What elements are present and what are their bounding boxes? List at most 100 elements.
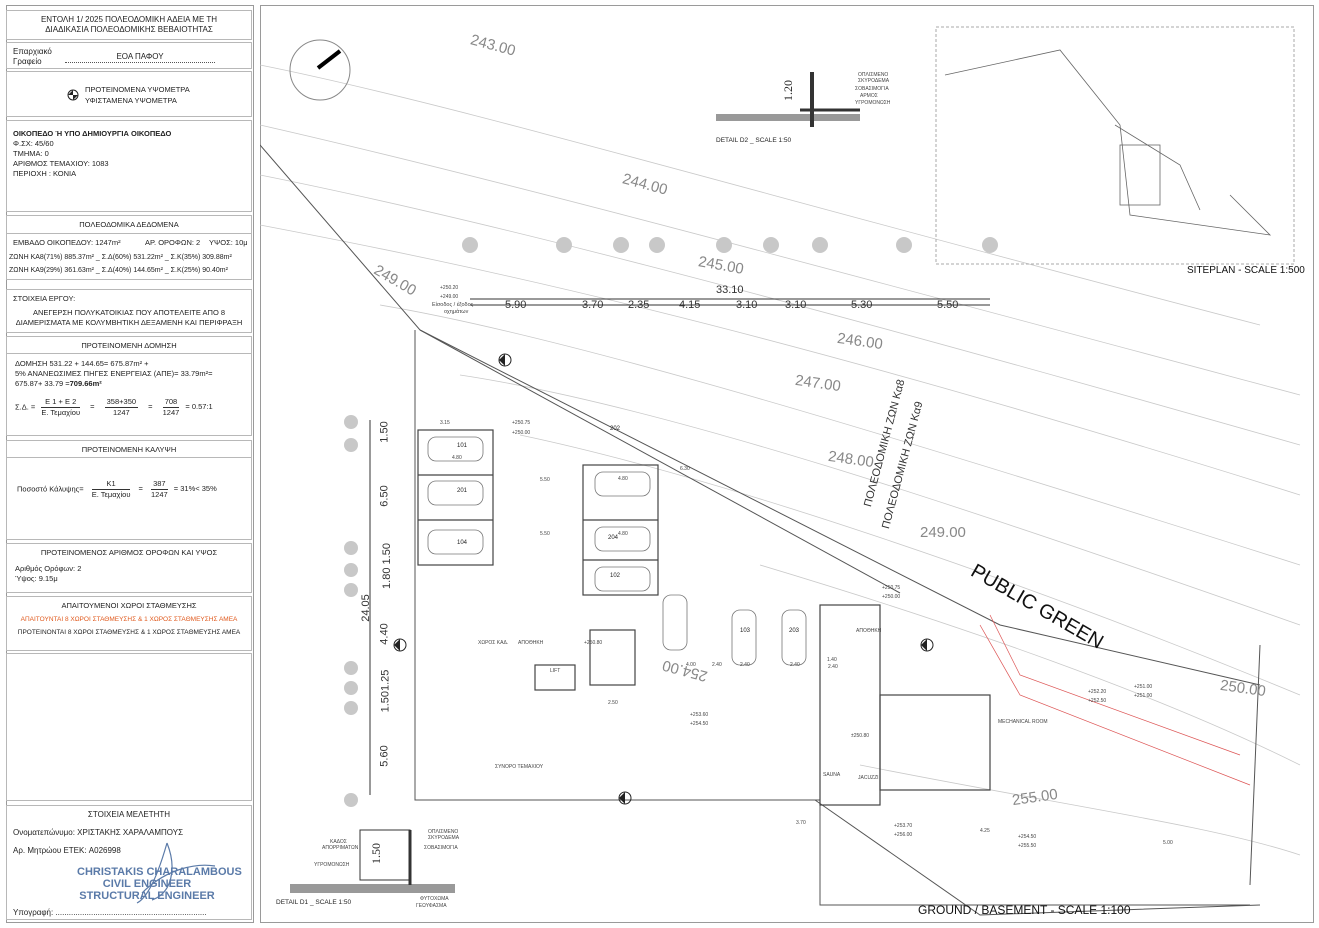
planning-heading: ΠΟΛΕΟΔΟΜΙΚΑ ΔΕΔΟΜΕΝΑ — [7, 216, 251, 234]
small-dim-9: 4.00 — [686, 662, 696, 668]
small-dim-8: 2.40 — [712, 662, 722, 668]
plot-box: ΟΙΚΟΠΕΔΟ Ή ΥΠΟ ΔΗΜΙΟΥΡΓΙΑ ΟΙΚΟΠΕΔΟ Φ.ΣΧ:… — [6, 120, 252, 212]
level-11: +252.20 — [1088, 689, 1107, 695]
small-dim-11: 1.40 — [827, 657, 837, 663]
d1-concrete-1: ΟΠΛΙΣΜΕΝΟ — [428, 829, 459, 835]
engineer-stamp: CHRISTAKIS CHARALAMBOUS CIVIL ENGINEER S… — [77, 866, 242, 902]
engineer-reg: Αρ. Μητρώου ΕΤΕΚ: A026998 — [13, 846, 121, 855]
level-marker-icon — [67, 89, 79, 101]
district-office-box: Επαρχιακό Γραφείο ΕΟΑ ΠΑΦΟΥ — [6, 42, 252, 69]
parking-204: 204 — [608, 535, 619, 541]
small-dim-1: 5.50 — [540, 477, 550, 483]
level-1: +250.20 — [440, 285, 459, 291]
floors-count: Αριθμός Ορόφων: 2 — [15, 564, 82, 573]
parking-202: 202 — [610, 426, 621, 432]
signature-line: Υπογραφή: ..............................… — [13, 908, 207, 917]
level-16: +256.00 — [894, 832, 913, 838]
room-sauna: SAUNA — [823, 772, 841, 778]
d1-soil-2: ΓΕΩΥΦΑΣΜΑ — [416, 903, 447, 909]
building-walls — [417, 429, 991, 806]
empty-box — [6, 653, 252, 801]
level-15: +253.70 — [894, 823, 913, 829]
plot-area-value: ΕΜΒΑΔΟ ΟΙΚΟΠΕΔΟΥ: 1247m² — [13, 238, 121, 247]
room-mechanical: MECHANICAL ROOM — [998, 719, 1048, 725]
floors-height-box: ΠΡΟΤΕΙΝΟΜΕΝΟΣ ΑΡΙΘΜΟΣ ΟΡΟΦΩΝ ΚΑΙ ΥΨΟΣ Αρ… — [6, 543, 252, 593]
level-14: +251.00 — [1134, 693, 1153, 699]
small-dim-3: 4.80 — [452, 455, 462, 461]
plot-area: ΠΕΡΙΟΧΗ : ΚΟΝΙΑ — [13, 169, 77, 178]
small-dim-17: 6.30 — [680, 466, 690, 472]
small-dim-2: 5.50 — [540, 531, 550, 537]
small-dim-10: 2.50 — [608, 700, 618, 706]
level-2: +249.00 — [440, 294, 459, 300]
project-line1: ΑΝΕΓΕΡΣΗ ΠΟΛΥΚΑΤΟΙΚΙΑΣ ΠΟΥ ΑΠΟΤΕΛΕΙΤΕ ΑΠ… — [32, 308, 226, 317]
left-dim-1: 1.50 — [378, 421, 391, 443]
car-icons — [427, 436, 807, 666]
plot-parcel: ΑΡΙΘΜΟΣ ΤΕΜΑΧΙΟΥ: 1083 — [13, 159, 109, 168]
d1-concrete-2: ΣΚΥΡΟΔΕΜΑ — [428, 835, 460, 841]
level-17: +254.50 — [1018, 834, 1037, 840]
building-height: Ύψος: 9.15μ — [15, 574, 58, 583]
level-9: +250.75 — [882, 585, 901, 591]
zone2-value: ΖΩΝΗ ΚΑ9(29%) 361.63m² _ Σ.Δ(40%) 144.65… — [9, 267, 228, 274]
signature-icon — [136, 842, 216, 904]
district-office-label2: Γραφείο — [13, 57, 42, 66]
top-dim-6: 3.10 — [785, 299, 807, 311]
plot-sheet-plan: Φ.ΣΧ: 45/60 — [13, 139, 54, 148]
engineer-box: ΣΤΟΙΧΕΙΑ ΜΕΛΕΤΗΤΗ Ονοματεπώνυμο: ΧΡΙΣΤΑΚ… — [6, 805, 252, 920]
small-dim-15: 4.25 — [980, 828, 990, 834]
planning-data-box: ΠΟΛΕΟΔΟΜΙΚΑ ΔΕΔΟΜΕΝΑ ΕΜΒΑΔΟ ΟΙΚΟΠΕΔΟΥ: 1… — [6, 215, 252, 280]
entrance-label-1: Είσοδος / έξοδος — [432, 302, 474, 308]
parking-104: 104 — [457, 540, 468, 546]
d2-label-3: ΣΟΒΑΣΙΜΟΓΙΑ — [855, 86, 889, 92]
parking-101: 101 — [457, 443, 468, 449]
level-5: +250.80 — [584, 640, 603, 646]
room-lift: LIFT — [550, 668, 561, 674]
project-heading: ΣΤΟΙΧΕΙΑ ΕΡΓΟΥ: — [13, 294, 76, 303]
top-dim-3: 2.35 — [628, 299, 650, 311]
site-boundary — [260, 144, 1261, 916]
drawing-frame — [260, 5, 1314, 923]
coverage-heading: ΠΡΟΤΕΙΝΟΜΕΝΗ ΚΑΛΥΨΗ — [7, 441, 251, 458]
detail-d1-drawing — [290, 829, 455, 893]
header-line1: ΕΝΤΟΛΗ 1/ 2025 ΠΟΛΕΟΔΟΜΙΚΗ ΑΔΕΙΑ ΜΕ ΤΗ — [40, 15, 218, 24]
d2-label-5: ΥΓΡΟΜΟΝΩΣΗ — [855, 100, 891, 106]
project-line2: ΔΙΑΜΕΡΙΣΜΑΤΑ ΜΕ ΚΟΛΥΜΒΗΤΙΚΗ ΔΕΞΑΜΕΝΗ ΚΑΙ… — [15, 318, 243, 327]
level-7: +254.50 — [690, 721, 709, 727]
site-boundary-label: ΣΥΝΟΡΟ ΤΕΜΑΧΙΟΥ — [495, 764, 544, 770]
plot-heading: ΟΙΚΟΠΕΔΟ Ή ΥΠΟ ΔΗΜΙΟΥΡΓΙΑ ΟΙΚΟΠΕΔΟ — [13, 129, 172, 138]
level-18: +255.50 — [1018, 843, 1037, 849]
header-box: ΕΝΤΟΛΗ 1/ 2025 ΠΟΛΕΟΔΟΜΙΚΗ ΑΔΕΙΑ ΜΕ ΤΗ Δ… — [6, 10, 252, 40]
legend-proposed: ΠΡΟΤΕΙΝΟΜΕΝΑ ΥΨΟΜΕΤΡΑ — [85, 85, 190, 94]
tree-circles-left — [344, 415, 358, 807]
left-dim-6: 5.60 — [378, 745, 391, 767]
d1-grade-label: ΣΟΒΑΣΙΜΟΓΙΑ — [424, 845, 458, 851]
small-dim-14: 3.70 — [796, 820, 806, 826]
level-legend-box: ΠΡΟΤΕΙΝΟΜΕΝΑ ΥΨΟΜΕΤΡΑ ΥΦΙΣΤΑΜΕΝΑ ΥΨΟΜΕΤΡ… — [6, 71, 252, 117]
level-6: +253.60 — [690, 712, 709, 718]
small-dim-16: 3.15 — [440, 420, 450, 426]
room-storage-2: ΑΠΟΘΗΚΗ — [856, 628, 882, 634]
legend-existing: ΥΦΙΣΤΑΜΕΝΑ ΥΨΟΜΕΤΡΑ — [85, 96, 177, 105]
level-8: ±250.80 — [851, 733, 870, 739]
parking-heading: ΑΠΑΙΤΟΥΜΕΝΟΙ ΧΩΡΟΙ ΣΤΑΘΜΕΥΣΗΣ — [61, 601, 197, 610]
small-dim-13: 5.00 — [1163, 840, 1173, 846]
small-dim-12: 2.40 — [828, 664, 838, 670]
tree-circles-top — [462, 237, 998, 253]
floor-plan-drawing — [260, 26, 1301, 916]
zone1-value: ΖΩΝΗ ΚΑ8(71%) 885.37m² _ Σ.Δ(60%) 531.22… — [9, 254, 232, 261]
level-12: +252.50 — [1088, 698, 1107, 704]
small-dim-5: 4.80 — [618, 531, 628, 537]
room-jacuzzi: JACUZZI — [858, 775, 879, 781]
height-value: ΥΨΟΣ: 10μ — [209, 238, 248, 247]
small-dim-6: 2.40 — [740, 662, 750, 668]
top-dim-2: 3.70 — [582, 299, 604, 311]
siteplan-drawing — [944, 49, 1272, 236]
density-heading: ΠΡΟΤΕΙΝΟΜΕΝΗ ΔΟΜΗΣΗ — [7, 337, 251, 354]
public-stairs — [979, 614, 1251, 786]
density-line1: ΔΟΜΗΣΗ 531.22 + 144.65= 675.87m² + — [15, 359, 149, 368]
contour-249-right: 249.00 — [920, 524, 966, 541]
